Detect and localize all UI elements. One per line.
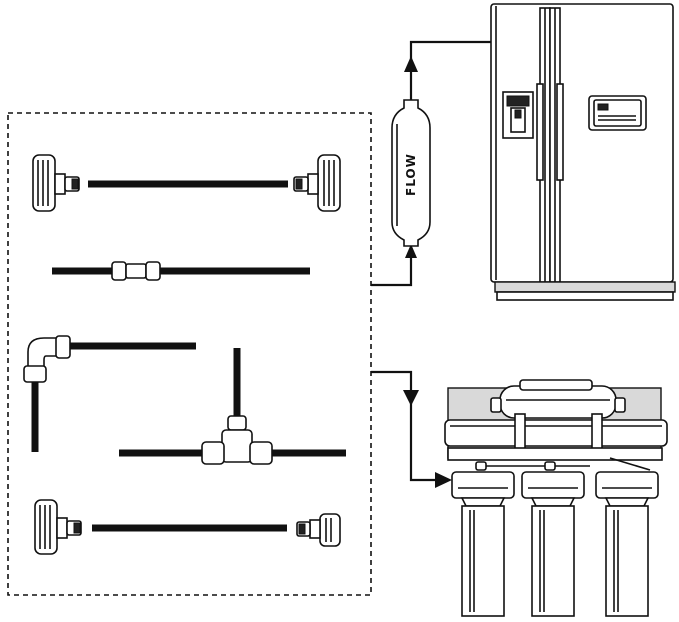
ro-filter-system [444,379,668,617]
water-dispenser-icon [502,91,534,139]
flow-lines [371,40,491,488]
control-panel-icon [588,95,647,131]
kit-row-elbow [23,335,196,452]
kit-dashed-border [7,112,372,596]
kit-row-valve-tube-valve-top [32,154,341,212]
inline-filter: FLOW [391,99,431,247]
flow-arrow-up-icon [405,244,417,258]
flow-arrow-right-icon [435,472,452,488]
kit-row-union-coupler [52,261,310,281]
refrigerator [490,3,676,301]
flow-arrow-up-icon [404,56,418,72]
filter-canister-icon [521,471,585,617]
tee-fitting-icon [201,415,273,465]
shutoff-valve-icon [32,154,80,212]
shutoff-valve-icon [296,513,341,547]
filter-canister-icon [451,471,515,617]
shutoff-valve-icon [34,499,82,555]
filter-flow-label: FLOW [404,153,418,196]
union-coupler-icon [111,261,161,281]
ro-membrane-housing [490,379,626,419]
elbow-fitting-icon [23,335,71,383]
shutoff-valve-icon [293,154,341,212]
fittings-kit [7,112,372,596]
kit-row-valve-tube-valve-bottom [34,499,341,555]
flow-arrow-down-icon [403,390,419,406]
kit-row-tee [119,348,346,465]
filter-canister-icon [595,471,659,617]
